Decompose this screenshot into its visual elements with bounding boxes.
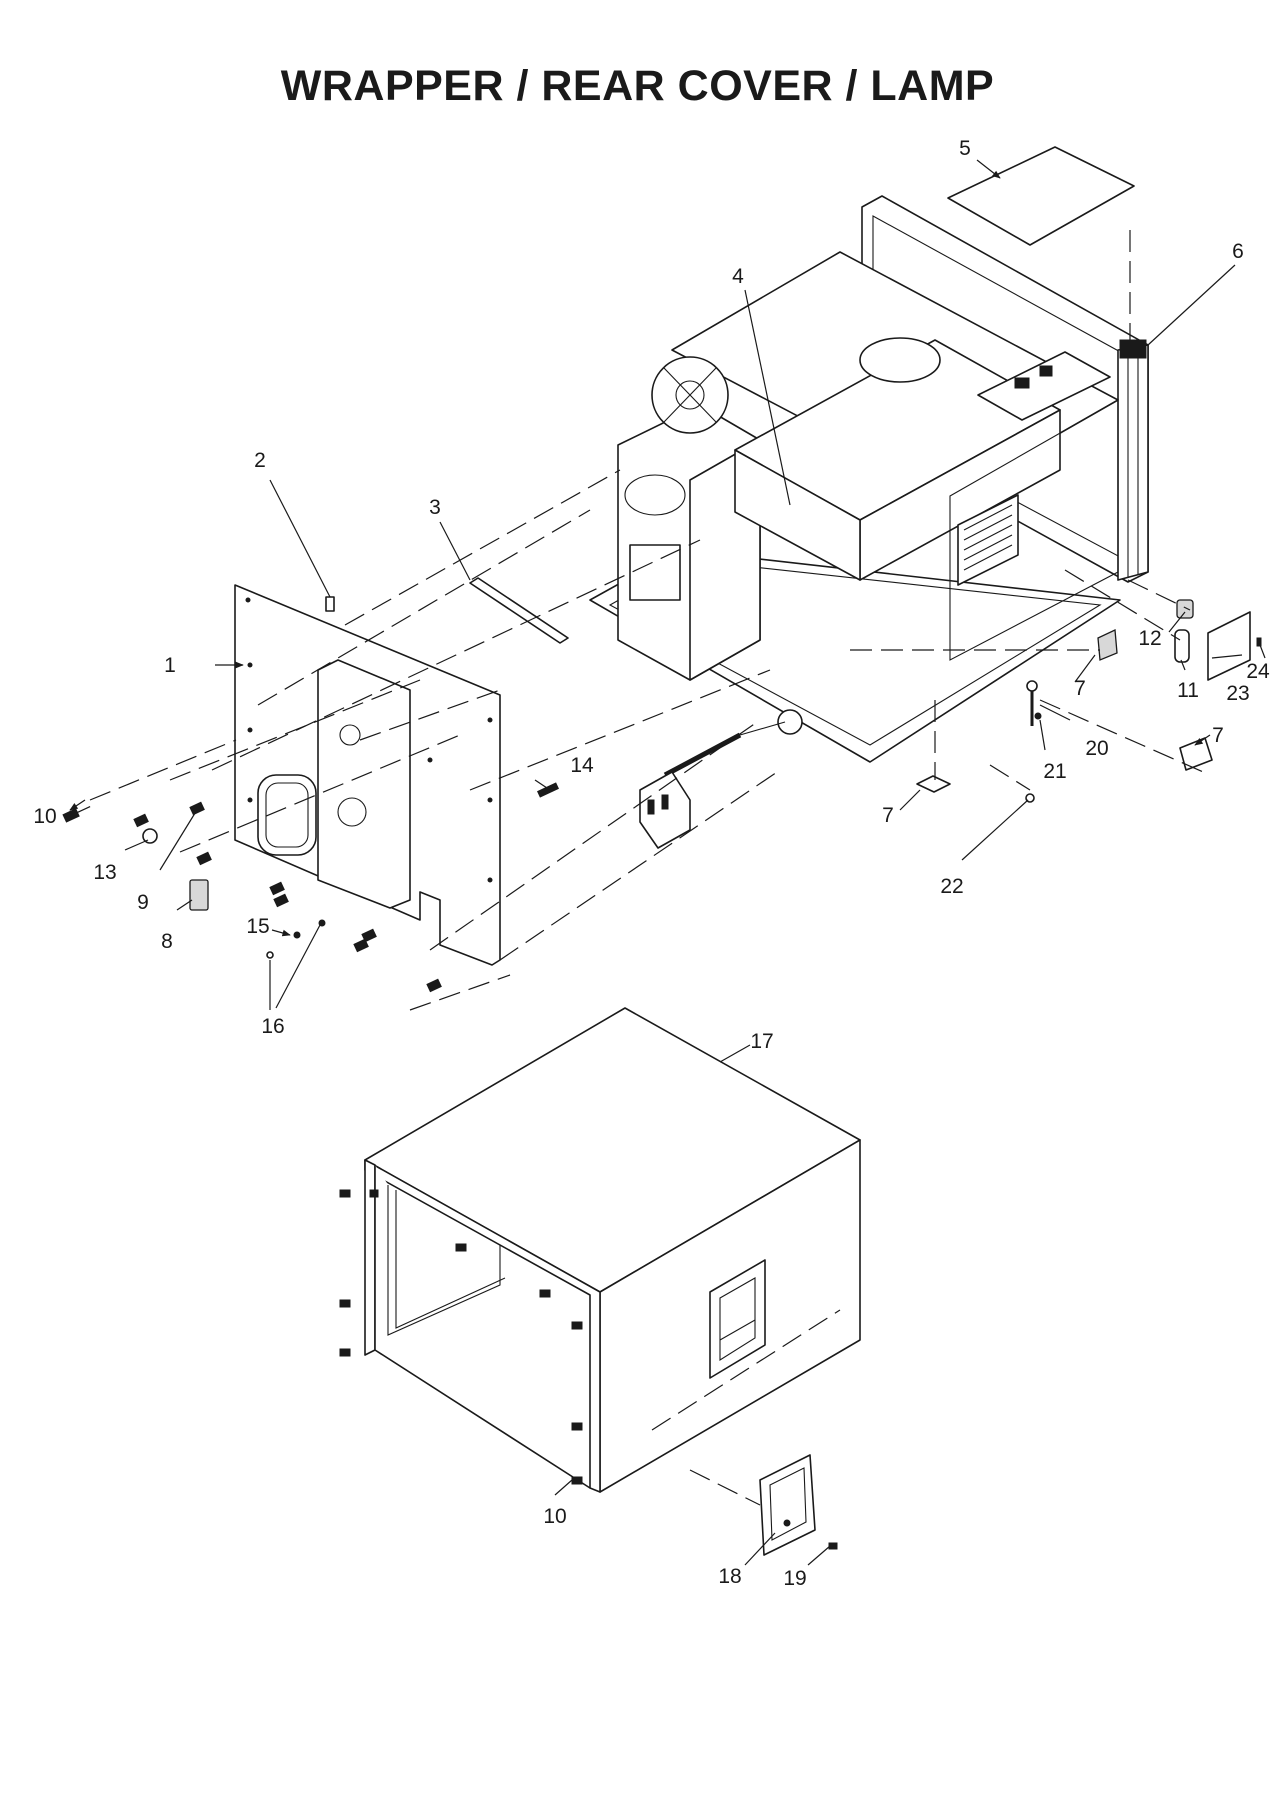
- callout-8: 8: [161, 930, 173, 953]
- part-2-clip: [325, 596, 335, 612]
- callout-21: 21: [1043, 760, 1066, 783]
- part-19-screw: [828, 1542, 838, 1550]
- leader-lines: [69, 159, 1266, 1566]
- vent-grille: [963, 504, 1013, 571]
- part-3-strip: [469, 577, 569, 644]
- part-5-label-sheet: [947, 146, 1135, 246]
- part-17-wrapper: [339, 1007, 861, 1506]
- callout-3: 3: [429, 496, 441, 519]
- part-1-rear-cover: [234, 584, 501, 966]
- callout-13: 13: [93, 861, 116, 884]
- callout-labels: 1 2 3 4 5 6 7 7 7 8 9 10 10 11 12 13 14 …: [33, 137, 1270, 1590]
- callout-5: 5: [959, 137, 971, 160]
- callout-6: 6: [1232, 240, 1244, 263]
- callout-18: 18: [718, 1565, 741, 1588]
- callout-12: 12: [1138, 627, 1161, 650]
- page-title: WRAPPER / REAR COVER / LAMP: [280, 62, 995, 110]
- hardware-right: [916, 599, 1262, 803]
- callout-4: 4: [732, 265, 744, 288]
- callout-10-wrapper: 10: [543, 1505, 566, 1528]
- callout-2: 2: [254, 449, 266, 472]
- callout-7-lamp: 7: [1074, 677, 1086, 700]
- callout-9: 9: [137, 891, 149, 914]
- part-6-hinge-detail: [1119, 339, 1147, 359]
- callout-16: 16: [261, 1015, 284, 1038]
- callout-14: 14: [570, 754, 594, 777]
- power-cord: [639, 709, 803, 849]
- callout-7-base: 7: [882, 804, 894, 827]
- callout-23: 23: [1226, 682, 1249, 705]
- callout-24: 24: [1246, 660, 1270, 683]
- screws-rear: [62, 782, 559, 993]
- callout-7-right: 7: [1212, 724, 1224, 747]
- explosion-lines: [89, 230, 1211, 1011]
- callout-22: 22: [940, 875, 963, 898]
- callout-19: 19: [783, 1567, 806, 1590]
- callout-20: 20: [1085, 737, 1108, 760]
- callout-11: 11: [1177, 679, 1199, 702]
- callout-10-rear: 10: [33, 805, 56, 828]
- callout-1: 1: [164, 654, 176, 677]
- callout-17: 17: [750, 1030, 773, 1053]
- callout-15: 15: [246, 915, 269, 938]
- part-18-lamp-cover: [759, 1454, 816, 1556]
- oven-chassis: [589, 195, 1149, 763]
- part-7-insulator: [1097, 629, 1118, 661]
